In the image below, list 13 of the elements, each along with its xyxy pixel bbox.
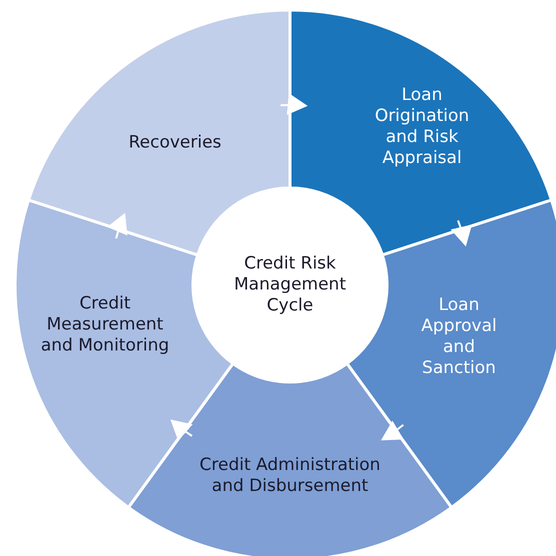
center-label: Credit Risk Management Cycle <box>233 254 347 316</box>
arrow <box>107 212 128 239</box>
arrow <box>170 420 193 441</box>
cycle-segment <box>28 10 290 256</box>
segment-label: Loan Approval and Sanction <box>420 295 498 379</box>
segment-label: Credit Administration and Disbursement <box>198 455 382 497</box>
arrow <box>381 420 404 440</box>
arrow <box>280 93 308 116</box>
arrow <box>450 220 472 246</box>
cycle-segment <box>290 10 552 256</box>
segment-label: Credit Measurement and Monitoring <box>40 294 170 356</box>
segment-label: Recoveries <box>128 132 222 154</box>
segment-label: Loan Origination and Risk Appraisal <box>374 85 470 169</box>
